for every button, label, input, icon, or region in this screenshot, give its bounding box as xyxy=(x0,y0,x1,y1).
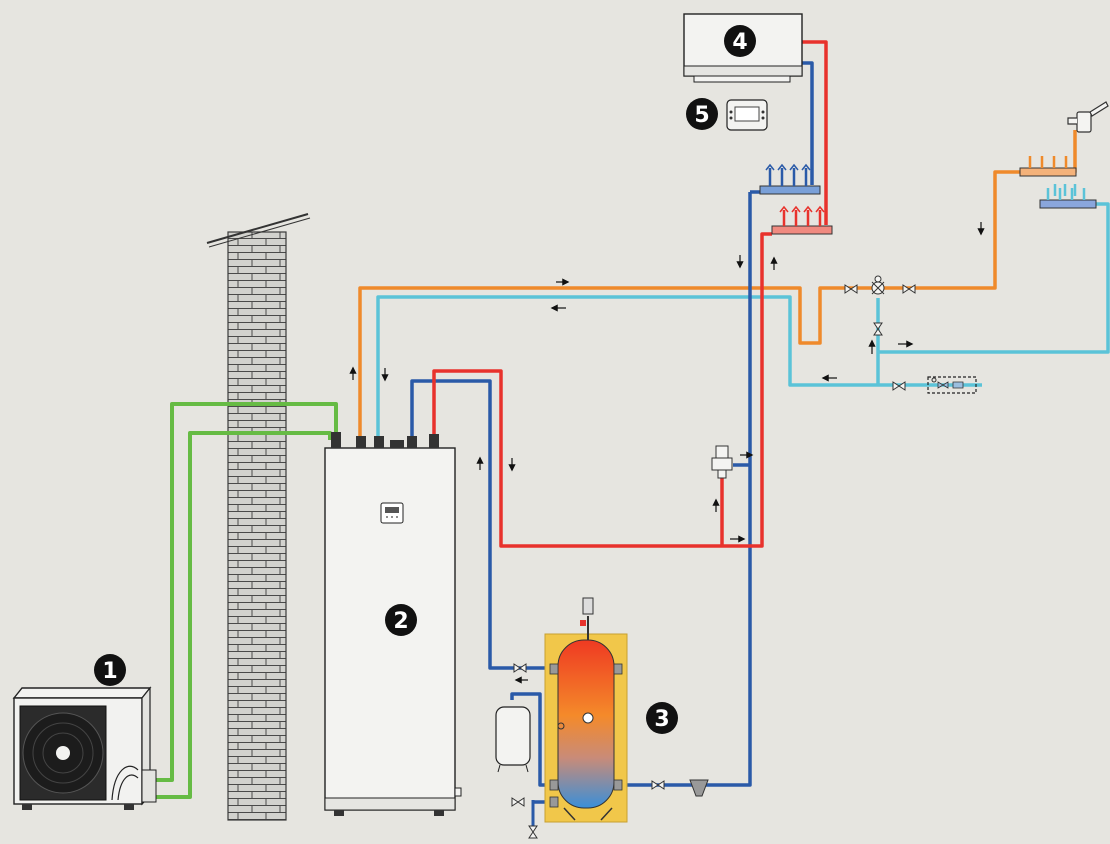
chimney xyxy=(206,213,311,821)
safety-valve-icon xyxy=(711,445,733,479)
thermostat xyxy=(726,99,768,131)
badge-indoor-unit: 2 xyxy=(385,604,417,636)
badge-buffer-tank: 3 xyxy=(646,702,678,734)
domestic-hot-water-pipes xyxy=(358,130,1110,440)
control-panel-icon xyxy=(380,502,404,524)
expansion-vessel xyxy=(495,706,531,773)
faucet-icon xyxy=(1067,101,1109,133)
filter-icon xyxy=(689,779,709,797)
pipe-connectors xyxy=(331,432,439,448)
svg-text:2: 2 xyxy=(393,609,408,634)
badge-thermostat: 5 xyxy=(686,98,718,130)
air-vent-icon xyxy=(580,597,594,640)
buffer-tank xyxy=(544,597,628,823)
shutoff-valves xyxy=(511,663,665,839)
badge-outdoor-unit: 1 xyxy=(94,654,126,686)
heating-manifold-cold xyxy=(759,163,821,195)
badge-fan-coil: 4 xyxy=(724,25,756,57)
svg-text:5: 5 xyxy=(694,103,709,128)
svg-text:1: 1 xyxy=(102,659,117,684)
refrigerant-pipes xyxy=(150,402,338,799)
svg-text:3: 3 xyxy=(654,707,669,732)
dhw-manifold-cold xyxy=(1039,188,1097,209)
dhw-inlet-group xyxy=(927,376,977,394)
dhw-manifold-hot xyxy=(1019,156,1077,177)
svg-text:4: 4 xyxy=(732,30,747,55)
mixing-valve-icon xyxy=(844,275,916,391)
heating-manifold-hot xyxy=(771,205,833,235)
flow-arrows xyxy=(349,222,985,684)
outdoor-unit xyxy=(12,686,157,810)
